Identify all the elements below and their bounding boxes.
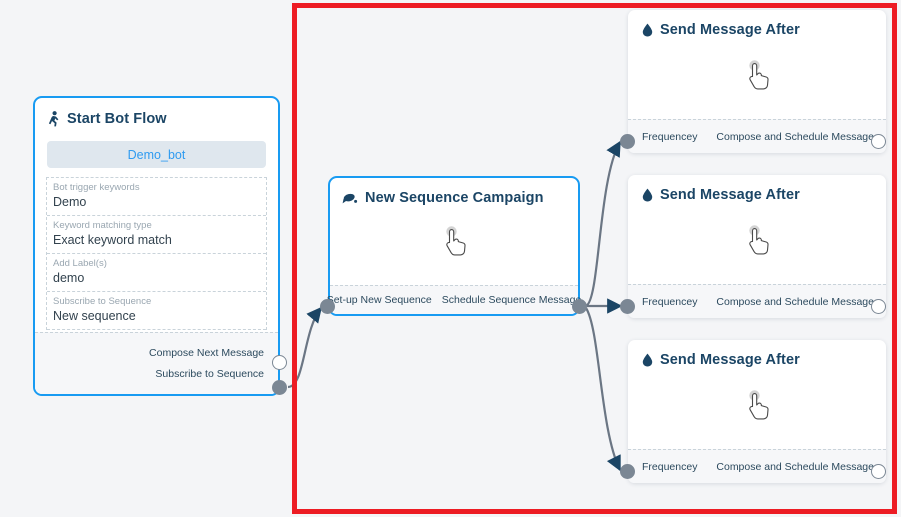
- port-sequence-input[interactable]: [320, 299, 335, 314]
- port-label-setup-new-sequence: Set-up New Sequence: [326, 294, 432, 306]
- port-label-frequencey: Frequencey: [642, 295, 698, 308]
- field-row[interactable]: Bot trigger keywords Demo: [47, 178, 266, 216]
- port-start-compose-next-message[interactable]: [272, 355, 287, 370]
- droplet-icon: [642, 23, 653, 37]
- node-send-message-after-1[interactable]: Send Message After Frequencey Compose an…: [628, 10, 886, 153]
- start-node-footer: Compose Next Message Subscribe to Sequen…: [35, 332, 278, 394]
- sequence-campaign-icon: [342, 191, 358, 206]
- card-footer: Frequencey Compose and Schedule Message: [628, 284, 886, 318]
- field-row[interactable]: Keyword matching type Exact keyword matc…: [47, 216, 266, 254]
- port-start-subscribe-to-sequence[interactable]: [272, 380, 287, 395]
- port-label-compose-and-schedule-message: Compose and Schedule Message: [716, 295, 874, 308]
- field-row[interactable]: Subscribe to Sequence New sequence: [47, 292, 266, 330]
- port-card-1-output[interactable]: [871, 134, 886, 149]
- hand-pointer-icon: [740, 58, 774, 94]
- node-send-message-after-3[interactable]: Send Message After Frequencey Compose an…: [628, 340, 886, 483]
- field-label: Subscribe to Sequence: [53, 296, 152, 307]
- field-value: New sequence: [53, 309, 136, 323]
- running-person-icon: [47, 111, 60, 127]
- card-footer: Frequencey Compose and Schedule Message: [628, 119, 886, 153]
- port-label-compose-next-message: Compose Next Message: [149, 347, 264, 359]
- card-header: Send Message After: [642, 187, 886, 203]
- node-start-header: Start Bot Flow: [47, 111, 278, 127]
- node-sequence-title: New Sequence Campaign: [365, 190, 544, 206]
- node-send-message-after-2[interactable]: Send Message After Frequencey Compose an…: [628, 175, 886, 318]
- card-title: Send Message After: [660, 187, 800, 203]
- field-label: Keyword matching type: [53, 220, 152, 231]
- card-footer: Frequencey Compose and Schedule Message: [628, 449, 886, 483]
- port-label-frequencey: Frequencey: [642, 130, 698, 143]
- sequence-node-footer: Set-up New Sequence Schedule Sequence Me…: [326, 285, 581, 314]
- node-start-bot-flow[interactable]: Start Bot Flow Demo_bot Bot trigger keyw…: [33, 96, 280, 396]
- droplet-icon: [642, 353, 653, 367]
- field-row[interactable]: Add Label(s) demo: [47, 254, 266, 292]
- hand-pointer-icon: [740, 388, 774, 424]
- card-header: Send Message After: [642, 352, 886, 368]
- bot-name-label: Demo_bot: [127, 147, 186, 162]
- node-start-title: Start Bot Flow: [67, 111, 167, 127]
- card-header: Send Message After: [642, 22, 886, 38]
- port-card-1-input[interactable]: [620, 134, 635, 149]
- node-sequence-header: New Sequence Campaign: [342, 190, 578, 206]
- start-field-list: Bot trigger keywords Demo Keyword matchi…: [46, 177, 267, 330]
- field-label: Add Label(s): [53, 258, 107, 269]
- droplet-icon: [642, 188, 653, 202]
- bot-name-pill[interactable]: Demo_bot: [47, 141, 266, 168]
- port-card-3-output[interactable]: [871, 464, 886, 479]
- field-value: Demo: [53, 195, 87, 209]
- card-title: Send Message After: [660, 352, 800, 368]
- port-card-3-input[interactable]: [620, 464, 635, 479]
- field-value: demo: [53, 271, 85, 285]
- port-card-2-output[interactable]: [871, 299, 886, 314]
- port-label-schedule-sequence-message: Schedule Sequence Message: [441, 294, 582, 306]
- hand-pointer-icon: [437, 224, 471, 260]
- card-title: Send Message After: [660, 22, 800, 38]
- port-label-frequencey: Frequencey: [642, 460, 698, 473]
- port-label-compose-and-schedule-message: Compose and Schedule Message: [716, 460, 874, 473]
- hand-pointer-icon: [740, 223, 774, 259]
- node-new-sequence-campaign[interactable]: New Sequence Campaign Set-up New Sequenc…: [326, 176, 581, 316]
- port-sequence-output[interactable]: [572, 299, 587, 314]
- port-label-subscribe-to-sequence: Subscribe to Sequence: [155, 368, 264, 380]
- port-label-compose-and-schedule-message: Compose and Schedule Message: [716, 130, 874, 143]
- port-card-2-input[interactable]: [620, 299, 635, 314]
- field-value: Exact keyword match: [53, 233, 172, 247]
- field-label: Bot trigger keywords: [53, 182, 140, 193]
